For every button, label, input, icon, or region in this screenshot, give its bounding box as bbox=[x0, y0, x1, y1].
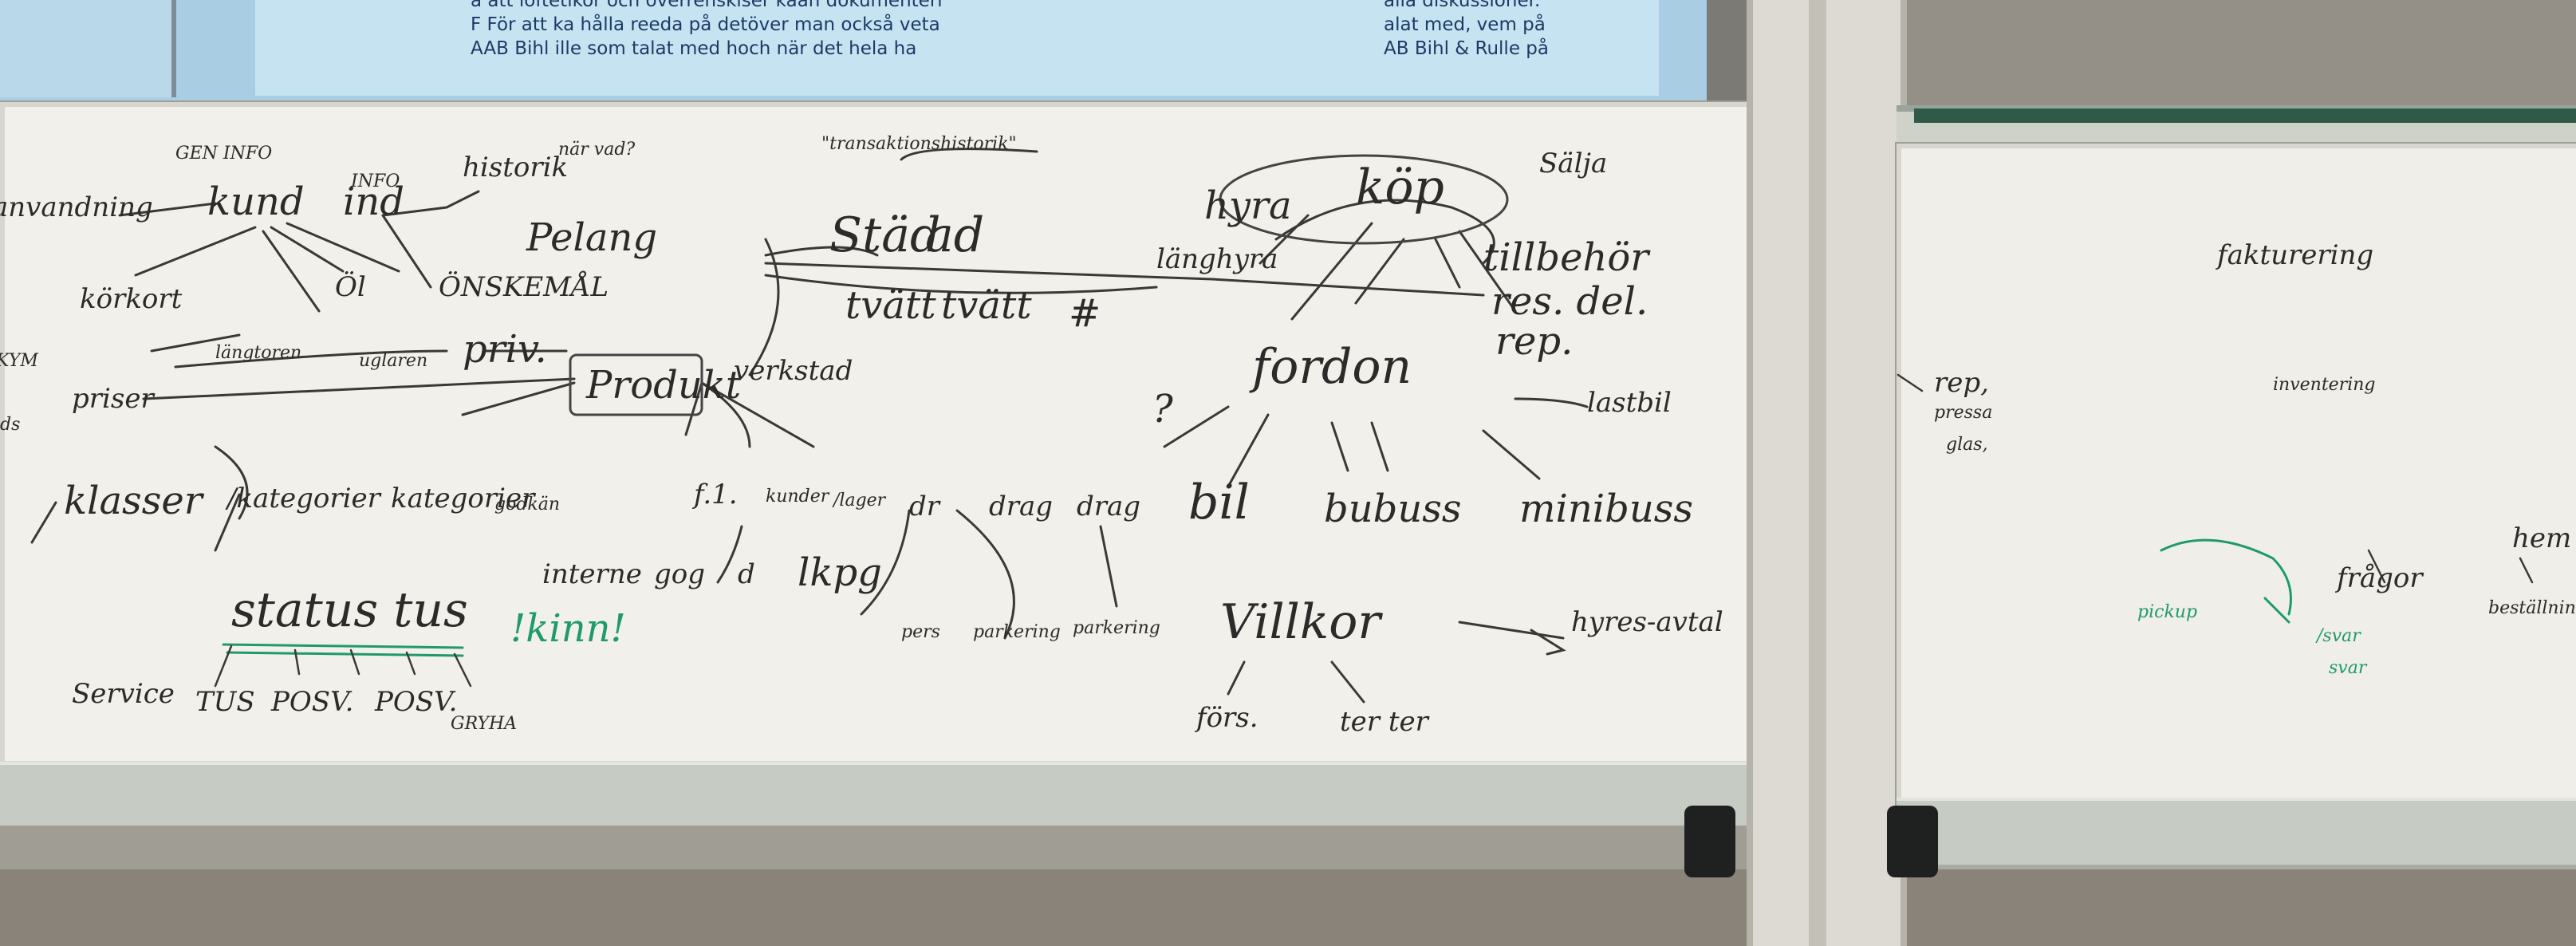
word-gryha: GRYHA bbox=[451, 714, 518, 734]
word-transaktion: "transaktionshistorik" bbox=[821, 134, 1017, 154]
wall-bottom bbox=[0, 869, 2576, 946]
word-priser: priser bbox=[72, 383, 154, 415]
word-korkort: körkort bbox=[80, 283, 183, 315]
projected-thumbnail bbox=[0, 0, 176, 97]
word-posv-2: POSV. bbox=[375, 686, 458, 718]
word-klasser: klasser bbox=[64, 479, 203, 523]
word-rep-right: rep, bbox=[1934, 367, 1989, 399]
word-uglaren: uglaren bbox=[359, 351, 428, 371]
word-anvandning: anvandning bbox=[0, 191, 153, 223]
word-glas: glas, bbox=[1946, 435, 1988, 455]
word-bil: bil bbox=[1188, 475, 1250, 530]
word-ol: Öl bbox=[335, 271, 366, 303]
word-f1: f.1. bbox=[694, 479, 738, 510]
board-pillar bbox=[1747, 0, 1907, 946]
word-kym: KYM bbox=[0, 351, 38, 371]
word-onskemal: ÖNSKEMÅL bbox=[439, 271, 609, 303]
word-tvatt-2: tvätt bbox=[941, 283, 1032, 328]
word-pickup: pickup bbox=[2137, 602, 2198, 622]
word-tvatt: tvätt bbox=[845, 283, 936, 328]
projected-text-right: alla diskussioner. alat med, vem på AB B… bbox=[1384, 0, 1549, 61]
word-kop: köp bbox=[1356, 160, 1444, 215]
marker-tray-left bbox=[0, 762, 1747, 834]
word-godkann: godkän bbox=[494, 495, 561, 514]
word-intarne: interne bbox=[542, 558, 642, 590]
projected-line: alat med, vem på bbox=[1384, 14, 1546, 35]
word-lkpg: lkpg bbox=[798, 550, 882, 595]
word-pressa: pressa bbox=[1934, 403, 1993, 423]
word-hem: hem bbox=[2512, 522, 2572, 554]
word-ad: ad bbox=[925, 207, 985, 263]
word-info: INFO bbox=[351, 171, 400, 191]
word-verkstad: verkstad bbox=[734, 355, 853, 387]
word-svar: /svar bbox=[2317, 626, 2361, 646]
word-stad: Städ bbox=[829, 207, 941, 263]
projected-line: AAB Bihl ille som talat med hoch när det… bbox=[471, 38, 917, 59]
word-kinn: !kinn! bbox=[510, 606, 626, 651]
projected-line: alla diskussioner. bbox=[1384, 0, 1541, 11]
word-rep: rep. bbox=[1495, 319, 1574, 364]
word-kund: kund bbox=[207, 179, 305, 224]
projected-line: F För att ka hålla reeda på detöver man … bbox=[471, 14, 940, 35]
word-parkering: parkering bbox=[973, 622, 1061, 642]
word-d: d bbox=[738, 558, 755, 590]
word-minibuss: minibuss bbox=[1519, 487, 1694, 531]
word-fakturering: fakturering bbox=[2217, 239, 2374, 271]
word-tus: TUS bbox=[195, 686, 255, 718]
word-pelang: Pelang bbox=[526, 215, 658, 260]
word-kategorier: /kategorier bbox=[227, 483, 380, 514]
word-statusfus: status tus bbox=[231, 582, 468, 638]
word-langhyra: länghyra bbox=[1156, 243, 1278, 275]
projected-line: AB Bihl & Rulle på bbox=[1384, 38, 1549, 59]
word-dr: dr bbox=[909, 491, 940, 522]
word-lastbil: lastbil bbox=[1587, 387, 1672, 419]
projected-line: a att loftetikor och overrenskiser kaan … bbox=[471, 0, 943, 11]
word-inventering: inventering bbox=[2273, 375, 2376, 395]
board-magnet-left[interactable] bbox=[1684, 806, 1735, 877]
board-magnet-right[interactable] bbox=[1887, 806, 1938, 877]
word-gen-info: GEN INFO bbox=[175, 144, 273, 164]
word-res-del: res. del. bbox=[1491, 279, 1648, 324]
word-produkt: Produkt bbox=[586, 363, 742, 408]
word-villkor: Villkor bbox=[1220, 594, 1381, 650]
projected-text-middle: a att loftetikor och overrenskiser kaan … bbox=[471, 0, 943, 61]
word-bestallning: beställning bbox=[2488, 598, 2576, 618]
word-hash: # bbox=[1069, 291, 1101, 336]
green-strip bbox=[1914, 108, 2576, 123]
word-saljer: Sälja bbox=[1539, 148, 1608, 179]
word-fragor: frågor bbox=[2337, 562, 2423, 594]
pillar-groove bbox=[1809, 0, 1826, 946]
word-service: Service bbox=[72, 678, 175, 710]
word-nar-vad: när vad? bbox=[558, 140, 636, 160]
word-kunder: kunder bbox=[766, 487, 829, 507]
word-fordon: fordon bbox=[1252, 339, 1412, 395]
word-lager: /lager bbox=[833, 491, 886, 510]
word-hyresavtal: hyres-avtal bbox=[1571, 606, 1723, 638]
word-svar-2: svar bbox=[2329, 658, 2367, 678]
word-hyra: hyra bbox=[1204, 183, 1292, 228]
word-question: ? bbox=[1152, 387, 1173, 432]
word-drag-2: drag bbox=[1077, 491, 1141, 522]
word-pers: pers bbox=[901, 622, 940, 642]
word-ds: ds bbox=[0, 415, 21, 435]
word-drag-1: drag bbox=[989, 491, 1054, 522]
word-historik: historik bbox=[463, 152, 569, 183]
word-priv: priv. bbox=[463, 327, 547, 372]
word-parkering-2: parkering bbox=[1073, 618, 1160, 638]
word-gog: gog bbox=[654, 558, 705, 590]
word-term: ter ter bbox=[1340, 706, 1428, 738]
word-buss: bubuss bbox=[1324, 487, 1462, 531]
word-tillbehor: tillbehör bbox=[1483, 235, 1649, 280]
word-kategorier-2: kategorier bbox=[391, 483, 535, 514]
marker-tray-right bbox=[1897, 798, 2576, 869]
word-posv-1: POSV. bbox=[271, 686, 354, 718]
tray-shadow bbox=[0, 826, 1747, 869]
word-fors: förs. bbox=[1196, 702, 1258, 734]
word-ind: ind bbox=[343, 179, 404, 224]
word-langtoren: längtoren bbox=[215, 343, 302, 363]
projected-document bbox=[255, 0, 1659, 96]
